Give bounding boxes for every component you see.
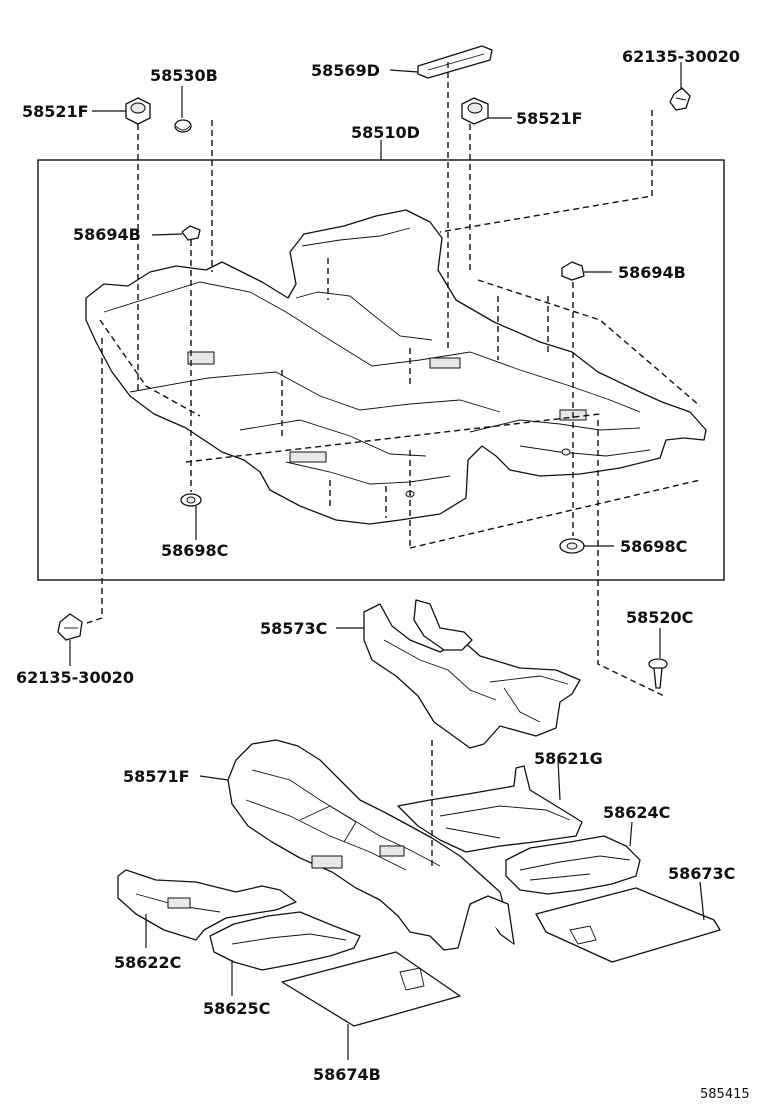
- label-58624c: 58624C: [603, 803, 670, 822]
- label-58622c: 58622C: [114, 953, 181, 972]
- label-58571f: 58571F: [123, 767, 190, 786]
- clip-62135-bottom-part: [57, 613, 83, 641]
- label-58698c-right: 58698C: [620, 537, 687, 556]
- clip-58694b-right-part: [561, 261, 585, 281]
- label-58530b: 58530B: [150, 66, 218, 85]
- installation-lines: [83, 62, 701, 697]
- label-58569d: 58569D: [311, 61, 380, 80]
- tunnel-silencer-58573c-part: [363, 599, 581, 749]
- clip-62135-top-part: [669, 87, 691, 111]
- clip-58698c-right-part: [559, 538, 585, 554]
- floor-mat-58673c-part: [535, 887, 721, 963]
- reference-number: 585415: [700, 1087, 750, 1102]
- grommet-left-part: [125, 97, 151, 125]
- floor-mat-58674b-part: [281, 951, 461, 1027]
- label-58521f-left: 58521F: [22, 102, 89, 121]
- label-62135-bottom: 62135-30020: [16, 668, 134, 687]
- front-silencer-58571f-part: [227, 739, 515, 951]
- label-58625c: 58625C: [203, 999, 270, 1018]
- rear-silencer-58621g-part: [397, 765, 583, 853]
- clip-58698c-left-part: [180, 493, 202, 507]
- front-silencer-58625c-part: [209, 911, 361, 971]
- label-58621g: 58621G: [534, 749, 603, 768]
- label-58520c: 58520C: [626, 608, 693, 627]
- strip-58569d-part: [417, 45, 493, 79]
- clip-58530b-part: [174, 119, 192, 133]
- leader-lines: [69, 62, 705, 1060]
- pin-58520c-part: [648, 658, 668, 689]
- grommet-right-part: [461, 97, 489, 125]
- label-58674b: 58674B: [313, 1065, 381, 1084]
- label-58521f-right: 58521F: [516, 109, 583, 128]
- clip-58694b-left-part: [181, 225, 201, 241]
- label-58698c-left: 58698C: [161, 541, 228, 560]
- floor-carpet-58510d-part: [85, 209, 707, 525]
- label-58510d: 58510D: [351, 123, 420, 142]
- front-silencer-58622c-part: [117, 869, 297, 941]
- label-58673c: 58673C: [668, 864, 735, 883]
- label-62135-top: 62135-30020: [622, 47, 740, 66]
- label-58694b-left: 58694B: [73, 225, 141, 244]
- rear-silencer-58624c-part: [505, 835, 641, 895]
- label-58573c: 58573C: [260, 619, 327, 638]
- label-58694b-right: 58694B: [618, 263, 686, 282]
